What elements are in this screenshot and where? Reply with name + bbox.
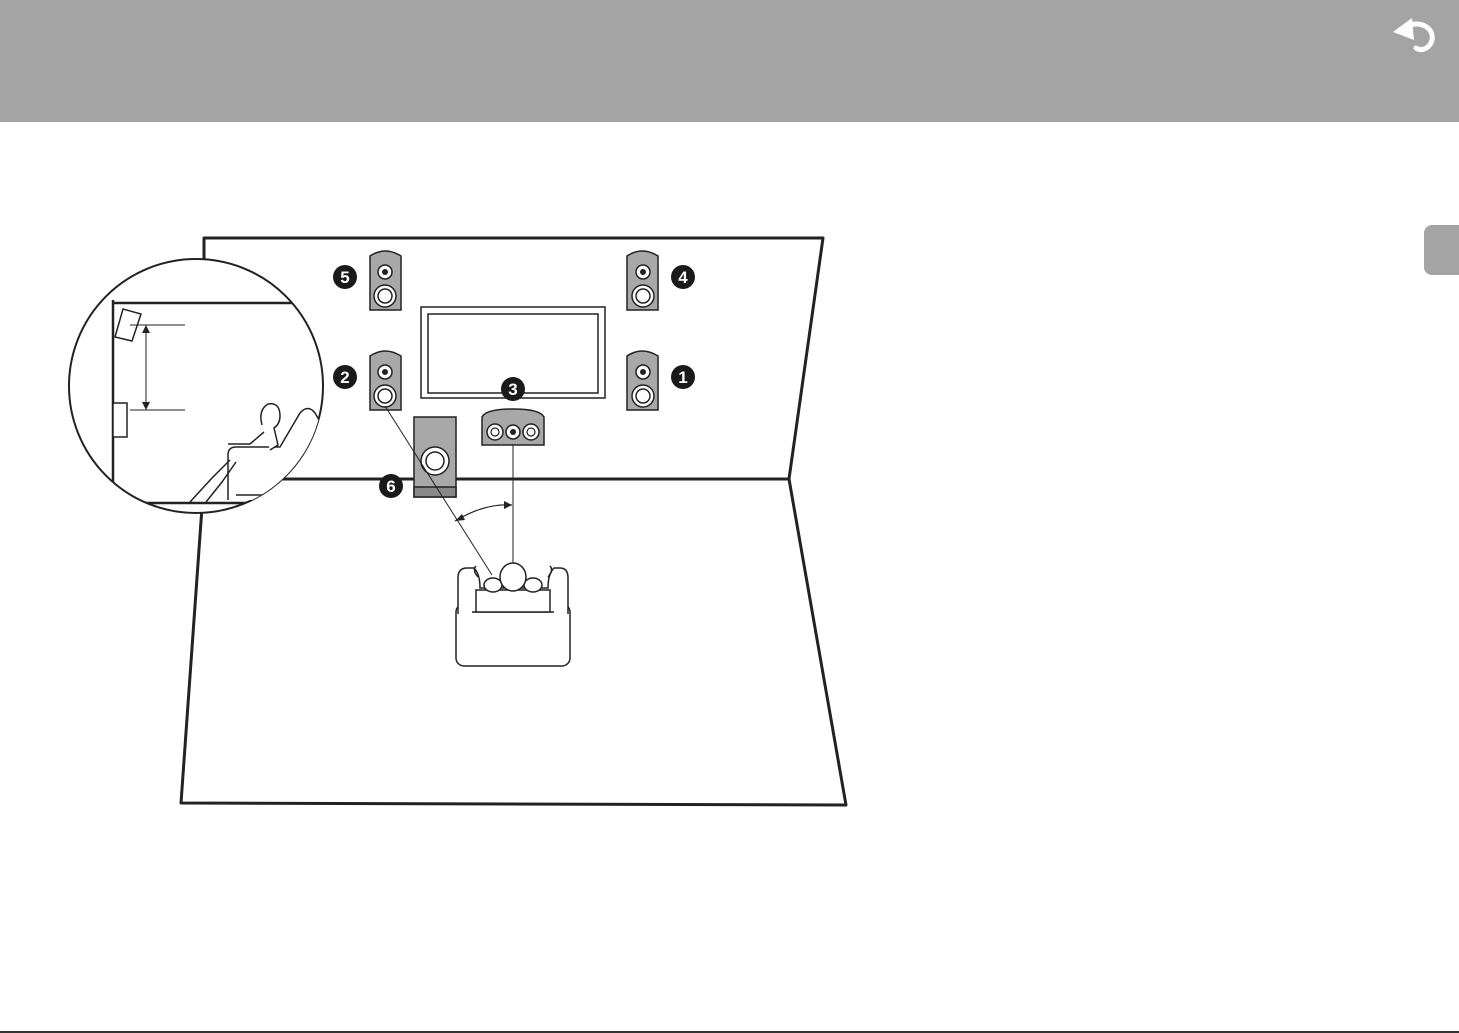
marker-4: 4	[671, 265, 695, 289]
marker-5-label: 5	[340, 268, 349, 287]
marker-2-label: 2	[340, 368, 349, 387]
marker-6-label: 6	[386, 477, 395, 496]
marker-2: 2	[333, 365, 357, 389]
marker-3: 3	[501, 377, 525, 401]
speaker-height-left	[627, 251, 658, 310]
marker-5: 5	[333, 265, 357, 289]
marker-1: 1	[671, 365, 695, 389]
speaker-front-right	[370, 351, 401, 410]
speaker-center	[482, 409, 544, 445]
marker-6: 6	[379, 474, 403, 498]
marker-1-label: 1	[678, 368, 687, 387]
marker-4-label: 4	[678, 268, 688, 287]
couch-with-listener	[456, 563, 570, 666]
marker-3-label: 3	[508, 380, 517, 399]
speaker-front-left	[627, 351, 658, 410]
speaker-height-right	[370, 251, 401, 310]
wall-front-speaker	[113, 403, 127, 437]
